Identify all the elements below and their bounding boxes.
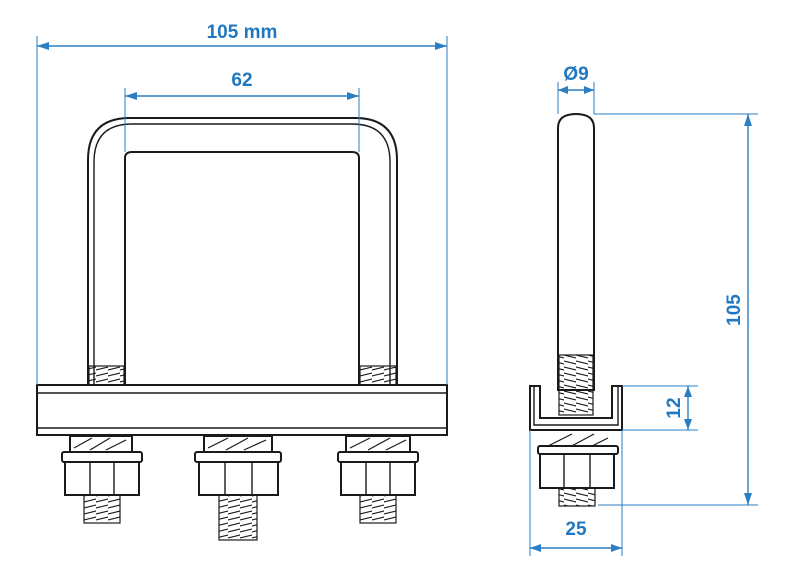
overall-width-label: 105 mm xyxy=(207,22,278,43)
side-nut xyxy=(537,433,619,507)
rod xyxy=(557,112,595,416)
total-height-label: 105 xyxy=(724,294,745,326)
dimension-bracket-height: 12 xyxy=(622,385,698,431)
rod-diameter-label: Ø9 xyxy=(563,64,588,85)
nut-assembly-right xyxy=(337,435,419,524)
dimension-inner-width: 62 xyxy=(124,70,360,152)
base-plate xyxy=(36,384,448,436)
nut-assembly-center xyxy=(194,435,282,541)
dimension-total-height: 105 xyxy=(594,113,758,506)
saddle-bracket xyxy=(529,385,623,431)
dimension-rod-diameter: Ø9 xyxy=(557,64,595,114)
u-bolt xyxy=(87,117,398,387)
dimension-bracket-width: 25 xyxy=(529,430,623,556)
nut-assembly-left xyxy=(61,435,143,524)
dimension-overall-width: 105 mm xyxy=(36,22,448,385)
inner-width-label: 62 xyxy=(231,70,252,91)
side-view: Ø9 105 12 25 xyxy=(529,64,758,556)
bracket-width-label: 25 xyxy=(565,519,587,540)
bracket-height-label: 12 xyxy=(664,397,685,418)
front-view: 105 mm 62 xyxy=(36,22,448,541)
